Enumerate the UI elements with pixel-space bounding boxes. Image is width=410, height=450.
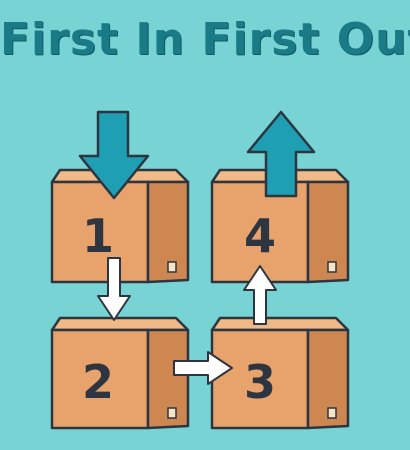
- box-2-label: 2: [82, 355, 114, 409]
- title: First In First Out: [0, 14, 410, 65]
- box-3-label: 3: [244, 355, 276, 409]
- in-arrow-icon: [78, 110, 150, 200]
- arrow-3-to-4-icon: [243, 265, 277, 325]
- box-4: 4: [210, 168, 350, 284]
- box-4-label: 4: [244, 209, 276, 263]
- box-1: 1: [50, 168, 190, 284]
- arrow-1-to-2-icon: [97, 257, 131, 321]
- arrow-2-to-3-icon: [173, 351, 233, 385]
- box-2: 2: [50, 316, 190, 430]
- box-1-label: 1: [82, 209, 114, 263]
- out-arrow-icon: [246, 110, 316, 198]
- box-3: 3: [210, 316, 350, 430]
